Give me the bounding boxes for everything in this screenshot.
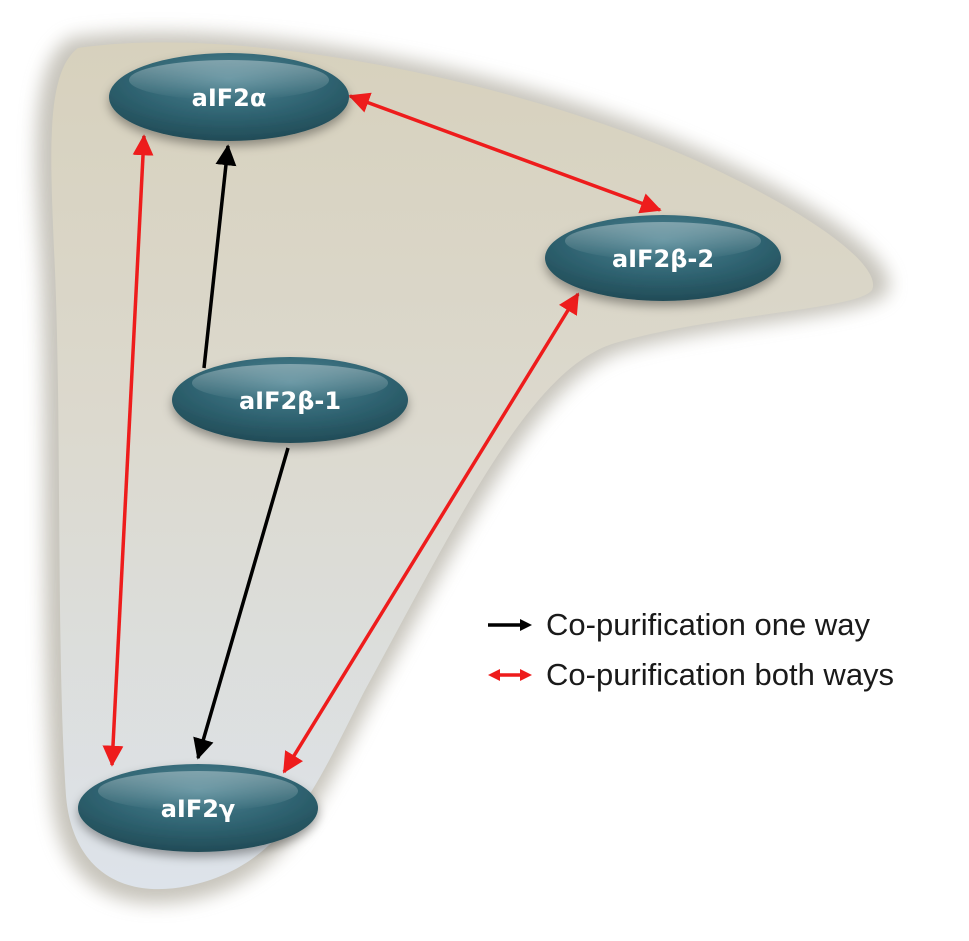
legend-both-ways-label: Co-purification both ways	[546, 657, 895, 692]
legend-black-arrow-icon	[488, 619, 532, 631]
node-aif2-gamma-label: aIF2γ	[161, 795, 236, 823]
edge-beta2-gamma	[282, 292, 580, 774]
legend-one-way-label: Co-purification one way	[546, 607, 870, 642]
legend: Co-purification one way Co-purification …	[486, 600, 966, 700]
node-aif2-alpha	[109, 53, 349, 141]
edge-alpha-gamma	[102, 134, 154, 767]
node-aif2-beta-1	[172, 357, 408, 443]
node-aif2-alpha-label: aIF2α	[192, 84, 267, 112]
legend-item-one-way: Co-purification one way	[486, 600, 966, 650]
node-aif2-beta-2-label: aIF2β-2	[612, 245, 714, 273]
edge-alpha-beta2	[348, 92, 662, 214]
node-aif2-beta-1-label: aIF2β-1	[239, 387, 341, 415]
edge-beta1-to-alpha	[202, 144, 237, 369]
edges	[102, 92, 662, 774]
legend-item-both-ways: Co-purification both ways	[486, 650, 966, 700]
legend-red-double-arrow-icon	[488, 669, 532, 681]
node-aif2-beta-2	[545, 215, 781, 301]
node-aif2-gamma	[78, 764, 318, 852]
edge-beta1-to-gamma	[193, 447, 290, 760]
